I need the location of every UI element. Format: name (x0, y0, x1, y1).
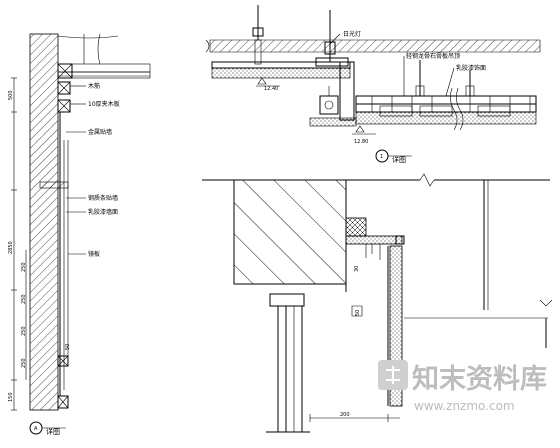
dim-bottom: 150 (8, 392, 14, 402)
dim-small-lower: 50 (355, 310, 361, 316)
trim-band (39, 181, 69, 189)
label-plywood: 10厚夹木板 (88, 100, 120, 108)
level-upper: 12.40 (264, 86, 278, 92)
level-lower: 12.80 (354, 139, 368, 145)
wall-hatch (29, 33, 59, 411)
watermark-text: 知末资料库 (412, 364, 547, 395)
dim-a: 250 (21, 262, 27, 272)
dim-b: 250 (21, 294, 27, 304)
label-panel-trim: 钢质条贴墙 (88, 194, 118, 202)
joist-box-3 (57, 99, 71, 113)
joist-box-bottom (57, 395, 69, 409)
label-fluorescent: 日光灯 (343, 30, 361, 38)
cap-plate (345, 235, 403, 245)
dim-side: 30 (354, 266, 360, 272)
watermark-url: www.znzmo.com (414, 399, 515, 413)
label-paint-finish: 乳胶漆饰面 (456, 64, 486, 72)
callout-1-number: 1 (380, 154, 383, 160)
joist-box-top (57, 63, 73, 79)
dim-main: 2850 (8, 241, 14, 254)
callout-a-text: 详图 (46, 427, 60, 436)
ceiling-slab (209, 39, 541, 53)
callout-a-letter: A (34, 426, 38, 432)
dim-d: 250 (21, 358, 27, 368)
label-mirror: 镜板 (88, 250, 100, 258)
wall-section: 500 2850 150 250 250 250 250 50 木筋 10厚夹木… (8, 33, 151, 436)
label-mirror-wall: 金属贴墙 (88, 128, 112, 136)
label-paint-wall: 乳胶漆墙面 (88, 208, 118, 216)
callout-1-text: 详图 (392, 155, 406, 164)
label-wood-joist: 木筋 (88, 82, 100, 90)
beam-hatch (233, 179, 347, 285)
dim-bottom-lower: 200 (340, 412, 350, 418)
label-suspended-gypsum: 轻钢龙骨石膏板吊顶 (406, 52, 460, 60)
ceiling-detail: 日光灯 轻钢龙骨石膏板吊顶 乳胶漆饰面 12.40 12.80 1 详图 (205, 5, 541, 164)
dim-c: 250 (21, 326, 27, 336)
dim-small: 50 (65, 344, 71, 350)
dim-top: 500 (8, 90, 14, 100)
joist-box-2 (57, 81, 71, 95)
watermark: 知末资料库 www.znzmo.com (378, 360, 547, 413)
